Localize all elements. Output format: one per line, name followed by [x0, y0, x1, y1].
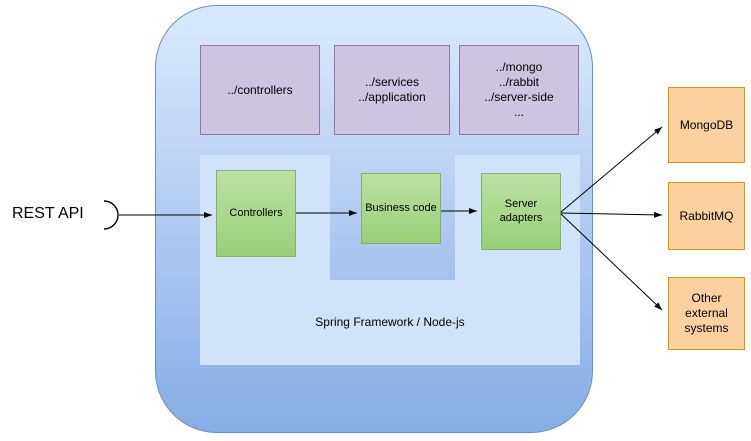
- component-server-adapters-box: Server adapters: [481, 173, 561, 250]
- component-controllers-label: Controllers: [229, 206, 283, 219]
- external-rabbitmq-label: RabbitMQ: [679, 208, 734, 223]
- external-mongodb-label: MongoDB: [679, 117, 734, 132]
- external-mongodb-box: MongoDB: [668, 87, 745, 163]
- component-business-code-box: Business code: [361, 173, 441, 244]
- external-other-systems-label: Other external systems: [684, 291, 729, 335]
- folder-adapters-label: ../mongo ../rabbit ../server-side ...: [484, 60, 554, 119]
- framework-label: Spring Framework / Node-js: [315, 315, 465, 329]
- folder-controllers-box: ../controllers: [200, 45, 320, 135]
- external-other-systems-box: Other external systems: [668, 277, 745, 350]
- rest-api-label: REST API: [12, 205, 84, 222]
- rest-api-socket-icon: [103, 200, 119, 230]
- component-controllers-box: Controllers: [216, 170, 296, 257]
- external-rabbitmq-box: RabbitMQ: [668, 182, 745, 250]
- framework-panel-bottom: Spring Framework / Node-js: [200, 280, 580, 365]
- component-business-code-label: Business code: [365, 201, 437, 214]
- folder-controllers-label: ../controllers: [227, 82, 293, 97]
- folder-services-box: ../services ../application: [334, 45, 450, 135]
- folder-adapters-box: ../mongo ../rabbit ../server-side ...: [459, 45, 579, 135]
- folder-services-label: ../services ../application: [358, 75, 426, 104]
- component-server-adapters-label: Server adapters: [499, 197, 543, 224]
